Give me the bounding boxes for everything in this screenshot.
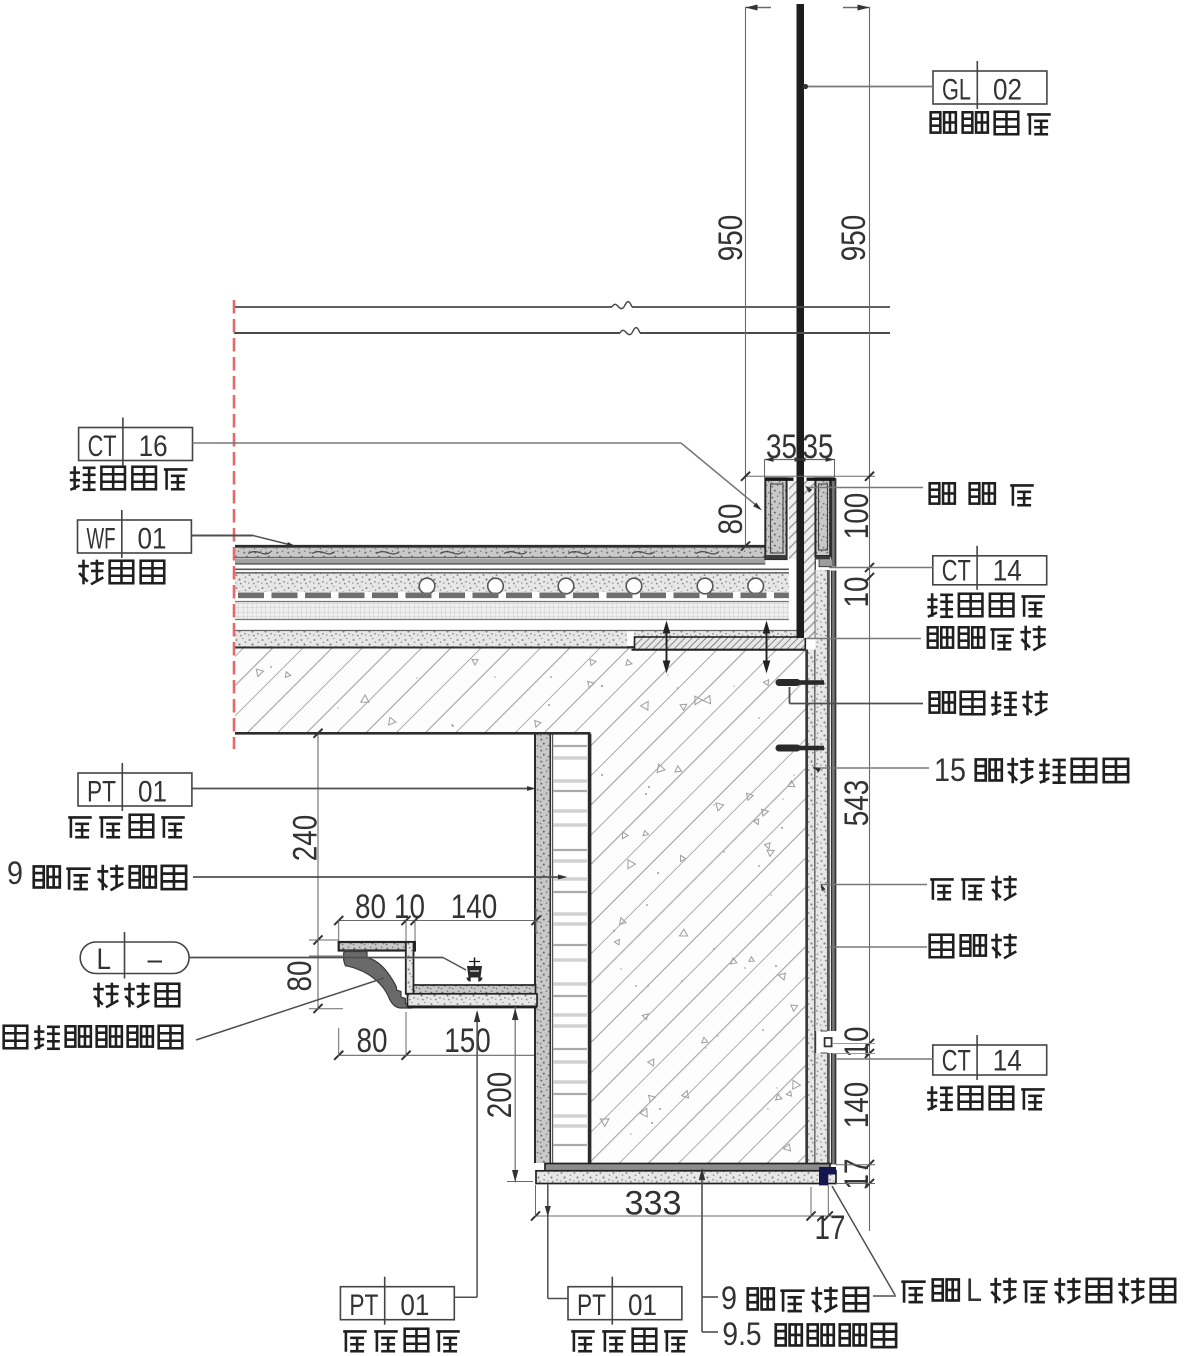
svg-text:9: 9: [721, 1280, 737, 1316]
svg-text:35: 35: [766, 428, 797, 466]
svg-text:01: 01: [138, 523, 167, 556]
svg-text:150: 150: [444, 1022, 491, 1060]
svg-text:80: 80: [355, 888, 386, 926]
svg-text:35: 35: [803, 428, 834, 466]
svg-text:10: 10: [838, 1027, 876, 1058]
svg-text:9.5: 9.5: [722, 1316, 761, 1352]
svg-text:PT: PT: [577, 1289, 606, 1322]
svg-text:16: 16: [139, 430, 168, 463]
svg-text:L: L: [96, 943, 111, 976]
svg-text:01: 01: [400, 1289, 429, 1322]
svg-text:PT: PT: [87, 776, 116, 809]
svg-text:10: 10: [394, 888, 425, 926]
svg-text:–: –: [147, 943, 162, 976]
svg-text:100: 100: [838, 493, 876, 540]
svg-text:10: 10: [838, 577, 876, 608]
svg-text:CT: CT: [942, 554, 971, 587]
svg-text:240: 240: [287, 815, 325, 862]
svg-text:01: 01: [138, 776, 167, 809]
svg-text:950: 950: [712, 215, 750, 262]
svg-text:543: 543: [838, 780, 876, 827]
svg-text:9: 9: [7, 855, 23, 891]
svg-text:333: 333: [625, 1185, 682, 1223]
svg-text:CT: CT: [88, 430, 117, 463]
svg-text:80: 80: [712, 504, 750, 535]
svg-text:GL: GL: [942, 74, 971, 107]
svg-text:PT: PT: [349, 1289, 378, 1322]
svg-text:15: 15: [934, 752, 966, 788]
svg-text:14: 14: [993, 1045, 1022, 1078]
svg-text:02: 02: [993, 74, 1022, 107]
svg-text:140: 140: [451, 888, 498, 926]
svg-text:80: 80: [357, 1022, 388, 1060]
svg-text:L: L: [966, 1272, 982, 1308]
svg-text:80: 80: [281, 961, 319, 992]
svg-text:17: 17: [838, 1159, 876, 1190]
svg-text:950: 950: [835, 215, 873, 262]
svg-text:200: 200: [481, 1072, 519, 1119]
svg-text:14: 14: [993, 554, 1022, 587]
svg-text:140: 140: [838, 1082, 876, 1129]
svg-text:CT: CT: [942, 1045, 971, 1078]
svg-text:17: 17: [815, 1209, 846, 1247]
svg-text:WF: WF: [87, 523, 116, 556]
svg-text:01: 01: [628, 1289, 657, 1322]
